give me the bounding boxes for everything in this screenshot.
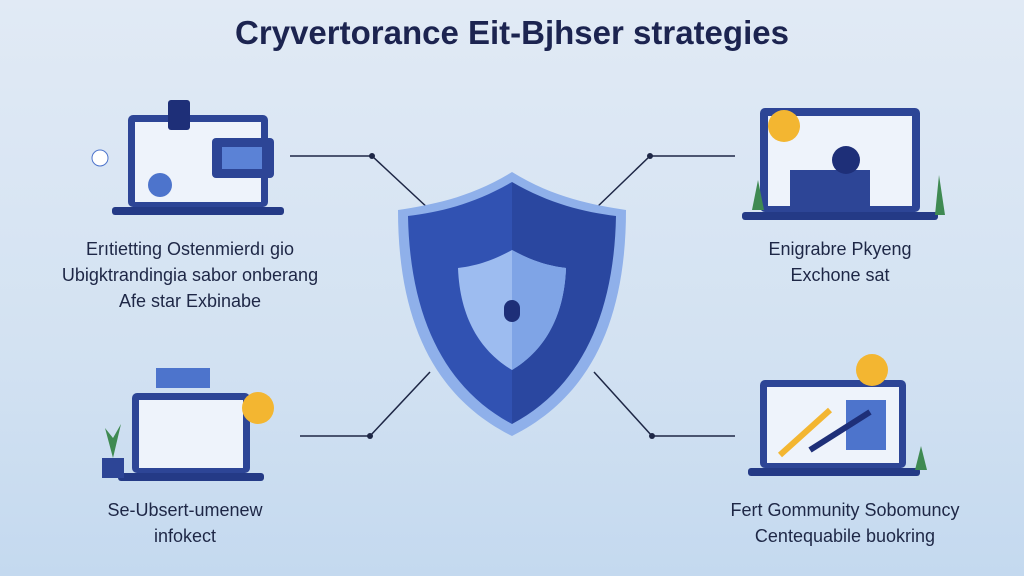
caption-bottom-right: Fert Gommunity Sobomuncy Centequabile bu… [680, 497, 1010, 549]
laptop-icon-bottom-right [748, 354, 927, 476]
caption-line: Ubigktrandingia sabor onberang [61, 265, 319, 285]
caption-line: Centequabile buokring [754, 526, 936, 546]
laptop-icon-bottom-left [102, 368, 274, 481]
caption-line: Exchone sat [790, 265, 890, 285]
caption-line: Se-Ubsert-umenew [107, 500, 263, 520]
caption-bottom-left: Se-Ubsert-umenew infokect [60, 497, 310, 549]
laptop-icon-top-left [91, 100, 284, 215]
caption-line: Fert Gommunity Sobomuncy [730, 500, 960, 520]
caption-top-right: Enigrabre Pkyeng Exchone sat [690, 236, 990, 288]
caption-line: infokect [153, 526, 217, 546]
page-title: Cryvertorance Eit-Bjhser strategies [235, 14, 789, 51]
shield-icon [398, 172, 626, 436]
caption-line: Enigrabre Pkyeng [768, 239, 912, 259]
caption-line: Afe star Exbinabe [118, 291, 262, 311]
laptop-icon-top-right [742, 108, 945, 220]
caption-line: Erıtietting Ostenmierdı gio [85, 239, 295, 259]
caption-top-left: Erıtietting Ostenmierdı gio Ubigktrandin… [20, 236, 360, 314]
